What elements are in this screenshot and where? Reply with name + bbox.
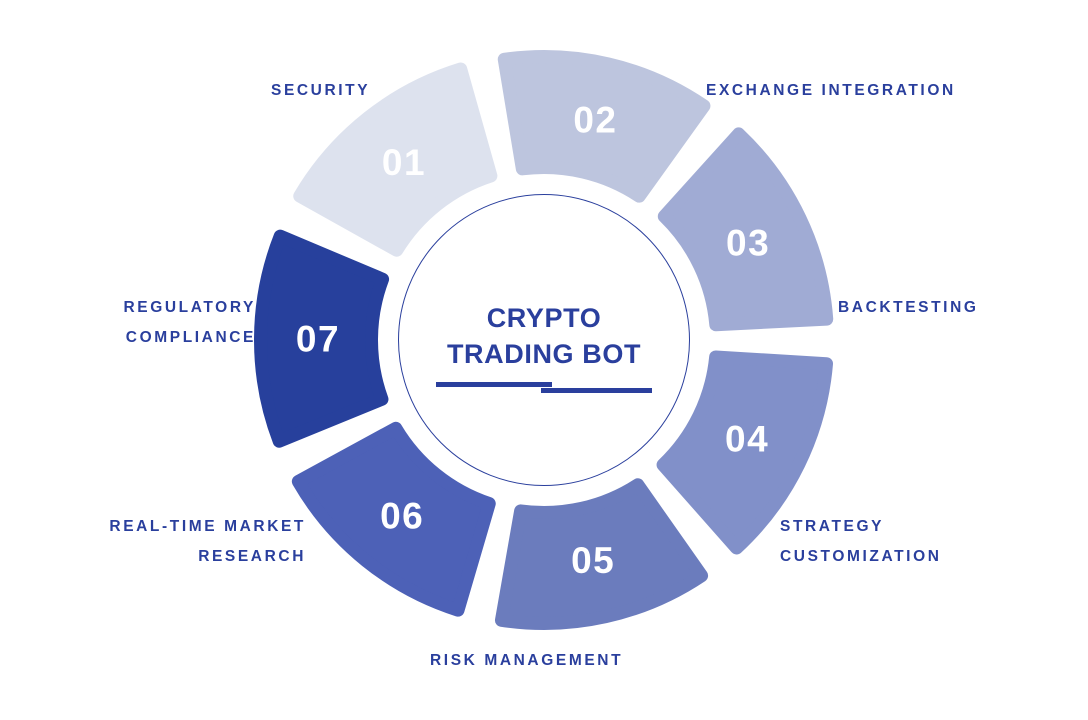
page-title: CRYPTO TRADING BOT	[446, 302, 642, 369]
donut-segment-04[interactable]	[656, 350, 834, 555]
donut-segment-01[interactable]	[293, 62, 498, 257]
segment-label-07: SECURITY	[271, 82, 371, 99]
donut-segment-03[interactable]	[657, 127, 834, 332]
center-hub: CRYPTO TRADING BOT	[398, 194, 690, 486]
donut-segment-05[interactable]	[494, 478, 709, 630]
title-underline-right	[541, 388, 652, 394]
segment-label-06: REGULATORY COMPLIANCE	[123, 299, 256, 347]
donut-segment-02[interactable]	[497, 50, 711, 203]
title-underline-group	[436, 382, 652, 396]
segment-label-04: RISK MANAGEMENT	[430, 652, 624, 669]
segment-label-05: REAL-TIME MARKET RESEARCH	[109, 518, 306, 566]
segment-label-02: BACKTESTING	[838, 299, 979, 316]
donut-segment-07[interactable]	[254, 229, 390, 448]
title-underline-left	[436, 382, 552, 388]
donut-segment-06[interactable]	[291, 421, 496, 617]
segment-label-03: STRATEGY CUSTOMIZATION	[780, 518, 942, 566]
segment-label-01: EXCHANGE INTEGRATION	[706, 82, 956, 99]
